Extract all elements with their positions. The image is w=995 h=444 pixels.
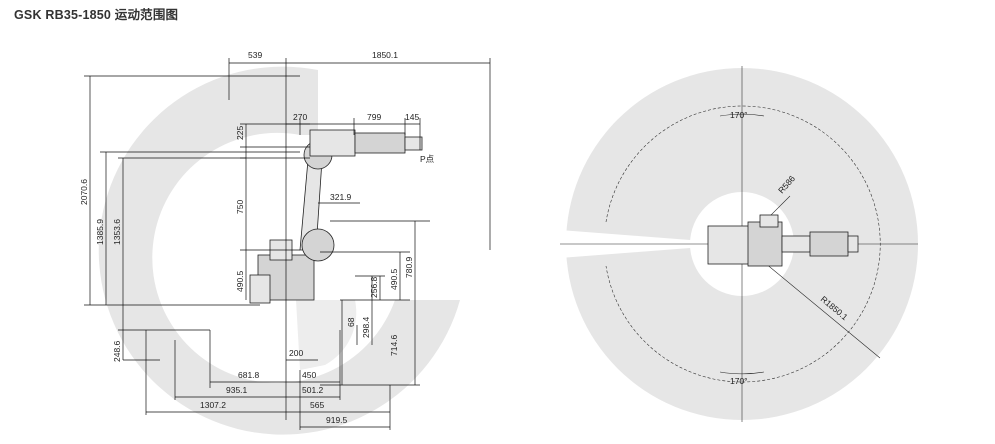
- dim-919: 919.5: [326, 415, 348, 425]
- side-envelope: [98, 66, 461, 435]
- dim-68: 68: [346, 317, 356, 327]
- top-robot-wrist: [847, 235, 859, 253]
- dim-1353: 1353.6: [112, 219, 122, 245]
- dim-681: 681.8: [238, 370, 260, 380]
- dim-225: 225: [235, 126, 245, 140]
- robot-wrist: [404, 136, 423, 151]
- dim-501: 501.2: [302, 385, 324, 395]
- dim-490-right: 490.5: [389, 268, 399, 290]
- top-robot-motor: [759, 214, 779, 228]
- dim-145: 145: [405, 112, 419, 122]
- point-p-label: P点: [420, 154, 435, 164]
- side-view: 539 1850.1 270 799 145 P点 321.9 225 750 …: [79, 50, 491, 435]
- dim-539: 539: [248, 50, 262, 60]
- dim-450: 450: [302, 370, 316, 380]
- dim-256: 256.8: [369, 276, 379, 298]
- robot-shoulder-joint: [301, 228, 335, 262]
- dim-321: 321.9: [330, 192, 352, 202]
- dim-490-left: 490.5: [235, 270, 245, 292]
- dim-935: 935.1: [226, 385, 248, 395]
- dim-1385: 1385.9: [95, 219, 105, 245]
- dim-1307: 1307.2: [200, 400, 226, 410]
- dim-799: 799: [367, 112, 381, 122]
- dim-565: 565: [310, 400, 324, 410]
- angle-bottom: 170°: [730, 376, 748, 386]
- side-envelope-lower: [296, 300, 357, 370]
- dim-780: 780.9: [404, 256, 414, 278]
- angle-top: 170°: [730, 110, 748, 120]
- top-robot-arm: [781, 235, 811, 253]
- top-robot-forearm: [809, 231, 849, 257]
- dim-248: 248.6: [112, 340, 122, 362]
- dim-714: 714.6: [389, 334, 399, 356]
- top-robot-turret: [747, 221, 783, 267]
- dim-298: 298.4: [361, 316, 371, 338]
- dim-750: 750: [235, 200, 245, 214]
- robot-upper-arm: [354, 132, 406, 154]
- side-dimension-lines: [84, 58, 491, 430]
- robot-upper-arm-rear: [309, 129, 356, 157]
- dim-270: 270: [293, 112, 307, 122]
- robot-base-side: [249, 274, 271, 304]
- dim-1850: 1850.1: [372, 50, 398, 60]
- top-view: 170° 170° R586 R1850.1: [560, 66, 918, 422]
- page-title: GSK RB35-1850 运动范围图: [14, 8, 179, 22]
- dim-2070: 2070.6: [79, 179, 89, 205]
- dim-200: 200: [289, 348, 303, 358]
